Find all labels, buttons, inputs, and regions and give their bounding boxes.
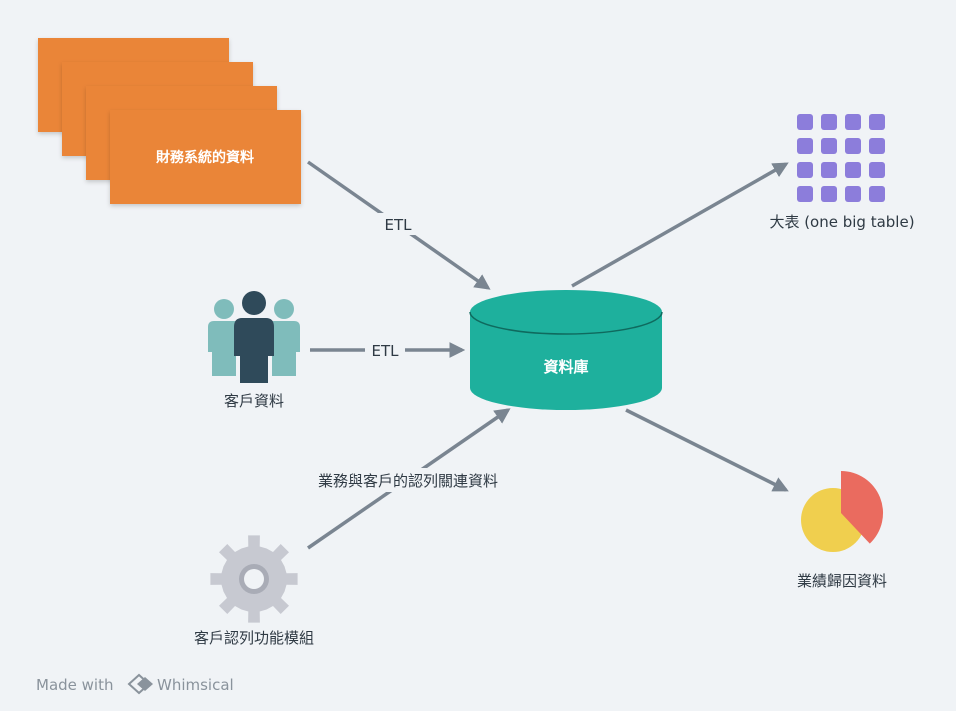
database-icon [469, 290, 663, 410]
grid-cell [797, 162, 813, 178]
finance-card-label: 財務系統的資料 [155, 149, 254, 166]
grid-cell [821, 162, 837, 178]
grid-cell [845, 162, 861, 178]
people-icon [208, 291, 300, 383]
attribution-node[interactable]: 業績歸因資料 [797, 471, 887, 590]
grid-cell [797, 114, 813, 130]
gear-hole [244, 569, 264, 589]
big-table-label: 大表 (one big table) [769, 213, 914, 231]
made-with-text: Made with [36, 676, 113, 694]
grid-cell [869, 114, 885, 130]
grid-cell [797, 138, 813, 154]
arrow-database-to-bigtable[interactable] [571, 162, 789, 288]
edge-label-finance-etl: ETL [378, 213, 418, 235]
whimsical-brand-text: Whimsical [157, 676, 234, 694]
grid-cell [821, 186, 837, 202]
grid-cell [821, 138, 837, 154]
finance-card-front [110, 110, 301, 204]
grid-cell [821, 114, 837, 130]
grid-cell [845, 138, 861, 154]
svg-text:業務與客戶的認列關連資料: 業務與客戶的認列關連資料 [318, 472, 498, 490]
edge-label-module-link: 業務與客戶的認列關連資料 [298, 468, 518, 492]
customer-data-node[interactable]: 客戶資料 [208, 291, 300, 410]
svg-text:ETL: ETL [385, 216, 413, 234]
grid-cell [869, 162, 885, 178]
finance-data-node[interactable]: 財務系統的資料 [38, 38, 301, 204]
grid-icon [797, 114, 885, 202]
grid-cell [797, 186, 813, 202]
big-table-node[interactable]: 大表 (one big table) [769, 114, 915, 231]
attribution-label: 業績歸因資料 [797, 572, 887, 590]
edge-label-customer-etl: ETL [365, 339, 405, 361]
footer-badge[interactable]: Made with Whimsical [36, 673, 234, 695]
database-node[interactable]: 資料庫 [469, 290, 663, 410]
grid-cell [869, 138, 885, 154]
grid-cell [845, 186, 861, 202]
gear-icon [210, 535, 298, 623]
customer-data-label: 客戶資料 [224, 392, 284, 410]
pie-chart-icon [801, 471, 884, 552]
pie-highlight-slice [841, 471, 884, 544]
recognition-module-node[interactable]: 客戶認列功能模組 [194, 535, 314, 647]
grid-cell [869, 186, 885, 202]
recognition-module-label: 客戶認列功能模組 [194, 629, 314, 647]
svg-text:ETL: ETL [372, 342, 400, 360]
grid-cell [845, 114, 861, 130]
arrow-database-to-attribution[interactable] [625, 408, 789, 492]
database-label: 資料庫 [543, 358, 588, 376]
whimsical-logo-icon [127, 673, 153, 695]
